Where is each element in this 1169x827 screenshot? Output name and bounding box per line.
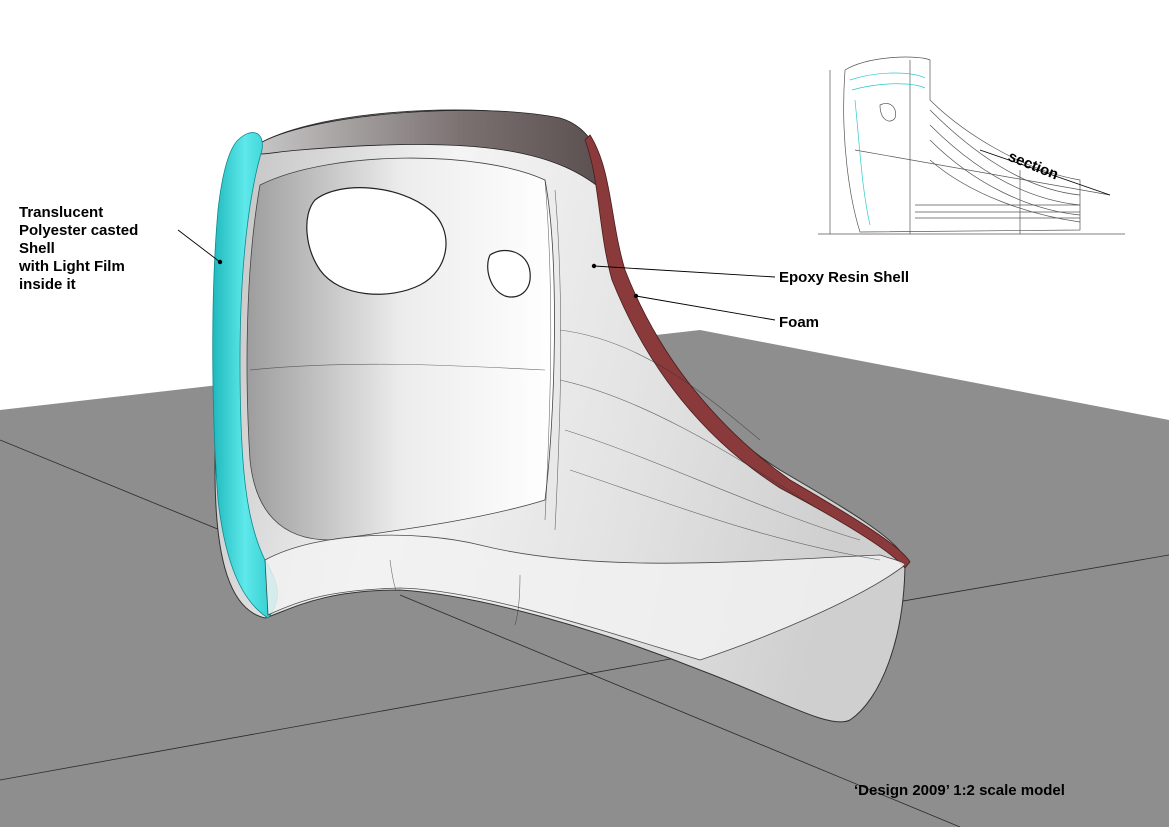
floor-line (879, 554, 1169, 606)
leader-dot (217, 259, 223, 265)
translucent-shell-label-line: with Light Film (19, 258, 125, 275)
surface-isolines (249, 179, 881, 626)
floor-line (0, 649, 721, 781)
caption: ‘Design 2009’ 1:2 scale model (854, 782, 1065, 799)
translucent-shell-label-line: Translucent (19, 204, 104, 221)
translucent-shell-label-line: inside it (19, 276, 76, 293)
leader-line-translucent (177, 229, 221, 263)
chair-large-opening (306, 187, 447, 295)
leader-dot (633, 293, 639, 299)
translucent-shell-label-line: Shell (19, 240, 55, 257)
translucent-shell-label: Translucent Polyester casted Shell with … (19, 204, 138, 294)
epoxy-shell-label: Epoxy Resin Shell (779, 269, 910, 286)
chair-small-opening (487, 250, 531, 298)
section-cut-line (979, 149, 1111, 196)
section-sketch (818, 56, 1125, 235)
foam-edge-strip (584, 134, 911, 569)
leader-line-foam (635, 295, 776, 321)
leader-line-epoxy (593, 265, 776, 278)
foam-label: Foam (779, 314, 820, 331)
translucent-shell-label-line: Polyester casted (19, 222, 139, 239)
floor-line (399, 594, 961, 827)
seat-base-lip (264, 534, 906, 661)
leader-dot (591, 263, 597, 269)
